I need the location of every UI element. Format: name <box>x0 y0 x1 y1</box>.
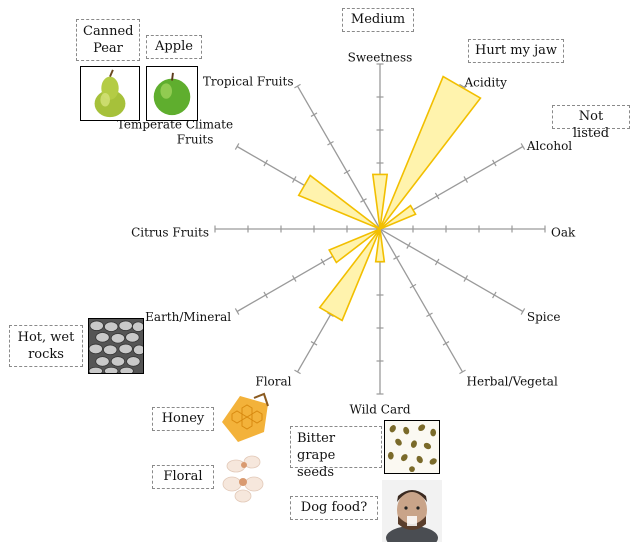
axis-tick <box>492 291 497 299</box>
axis-tick <box>263 159 268 167</box>
axis-tick <box>463 275 469 282</box>
axis-label-tropical-fruits: Tropical Fruits <box>203 75 294 89</box>
axis-label-earth-mineral: Earth/Mineral <box>145 310 231 324</box>
axis-label-spice: Spice <box>527 310 561 324</box>
axis-tick <box>463 176 469 183</box>
axis-tick <box>294 369 301 375</box>
bar-temperate-climate-fruits <box>297 174 381 230</box>
axis-label-citrus-fruits: Citrus Fruits <box>131 226 209 240</box>
annotation-floral: Floral <box>152 465 214 489</box>
axis-tick <box>434 192 440 200</box>
annotation-hurt-my-jaw: Hurt my jaw <box>468 39 564 63</box>
axis-label-herbal-vegetal: Herbal/Vegetal <box>467 374 558 388</box>
axis-tick <box>234 143 240 150</box>
axis-labels-layer: SweetnessAcidityAlcoholOakSpiceHerbal/Ve… <box>117 51 576 417</box>
bar-acidity <box>379 75 482 230</box>
honeycomb-photo-icon <box>218 392 272 445</box>
axis-tick <box>492 159 497 167</box>
axis-tick <box>234 308 240 315</box>
axis-tick <box>310 112 318 117</box>
axis-tick <box>291 275 297 282</box>
axis-tick <box>434 258 440 266</box>
axis-herbal-vegetal <box>379 228 464 373</box>
axis-tick <box>459 369 466 375</box>
axis-label-acidity: Acidity <box>464 76 508 90</box>
bar-earth-mineral <box>328 228 381 264</box>
rocks-photo-icon <box>88 318 144 374</box>
axis-tick <box>294 83 301 89</box>
axis-tick <box>320 258 326 266</box>
axis-spice <box>379 228 524 313</box>
axis-label-sweetness: Sweetness <box>348 51 413 65</box>
axis-label-wild-card: Wild Card <box>349 403 410 417</box>
bar-floral <box>318 228 381 322</box>
annotation-hot-wet-rocks: Hot, wet rocks <box>9 325 83 367</box>
axis-label-floral: Floral <box>255 374 291 388</box>
disgusted-man-photo-icon <box>382 480 442 542</box>
axis-tropical-fruits <box>296 85 381 230</box>
axis-label-oak: Oak <box>551 226 576 240</box>
axis-tick <box>360 198 367 203</box>
axis-tick <box>459 83 466 89</box>
annotation-medium: Medium <box>342 8 414 32</box>
annotation-apple: Apple <box>146 35 202 59</box>
axis-tick <box>327 312 334 318</box>
axis-tick <box>426 312 433 318</box>
annotation-dog-food: Dog food? <box>290 496 378 520</box>
axis-tick <box>310 341 318 346</box>
annotation-not-listed: Not listed <box>552 105 630 141</box>
axis-tick <box>263 291 268 299</box>
bar-wild-card <box>374 228 386 263</box>
pear-photo-icon <box>80 66 140 121</box>
apple-photo-icon <box>146 66 198 121</box>
bar-sweetness <box>371 173 389 230</box>
axis-label-alcohol: Alcohol <box>526 139 572 153</box>
grape-seeds-photo-icon <box>384 420 440 474</box>
bars-layer <box>297 75 482 322</box>
orchid-photo-icon <box>218 450 272 506</box>
axis-tick <box>409 283 417 289</box>
axis-tick <box>442 341 450 346</box>
annotation-canned-pear: Canned Pear <box>76 19 140 61</box>
axis-tick <box>291 176 297 183</box>
annotation-bitter-grape-seeds: Bitter grape seeds <box>290 426 382 480</box>
annotation-honey: Honey <box>152 407 214 431</box>
axis-tick <box>406 242 411 249</box>
bar-alcohol <box>379 204 417 230</box>
axis-tick <box>393 255 400 260</box>
axis-tick <box>327 140 334 146</box>
axis-tick <box>520 308 526 315</box>
axis-tick <box>520 143 526 150</box>
axis-tick <box>343 169 351 175</box>
